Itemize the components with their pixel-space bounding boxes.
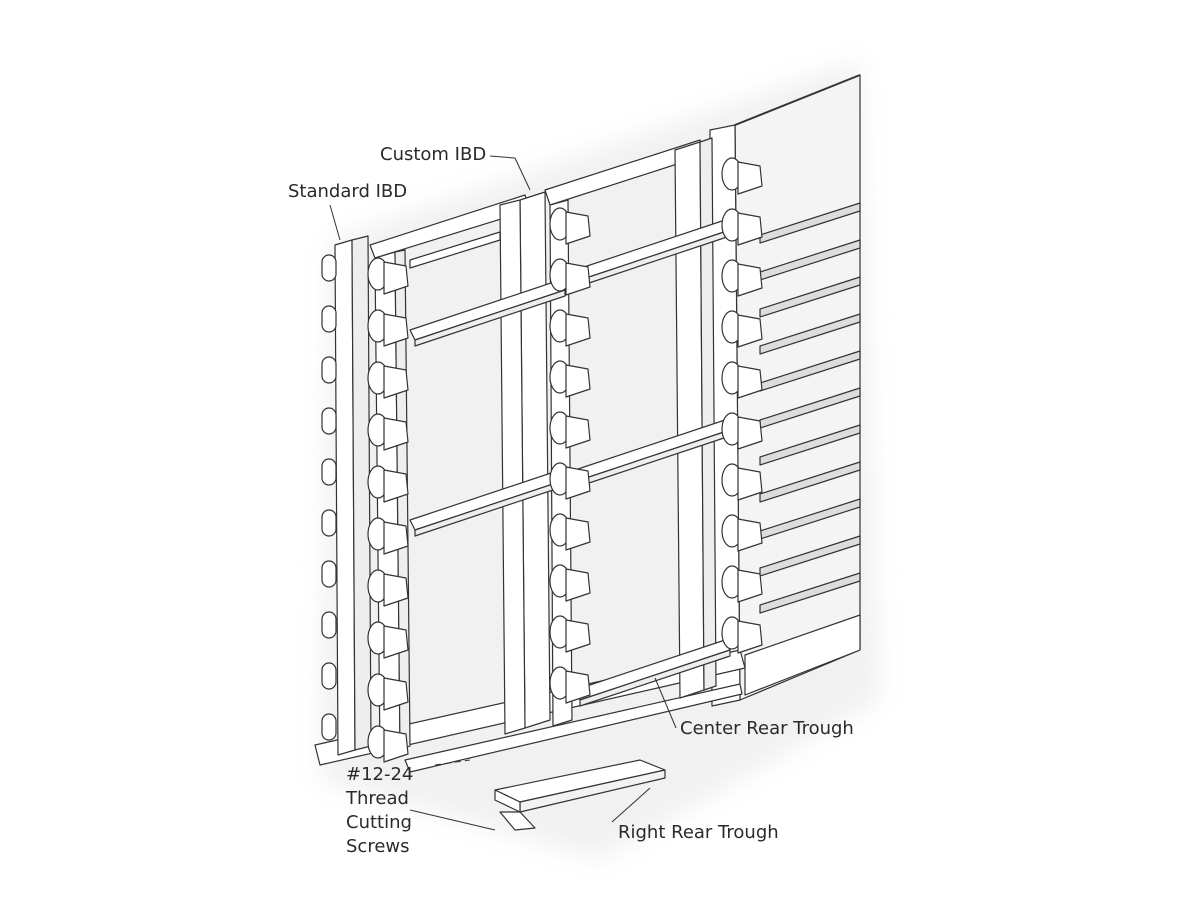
spool-flange [737,263,763,297]
ibd-loop [321,611,337,639]
cabinet-slat [759,461,861,503]
ibd-loop [321,560,337,588]
spool-flange [565,262,591,296]
spool-flange [737,620,763,654]
cabinet-slat [759,535,861,577]
shelf-lip [414,289,566,347]
callout-line-1: #12-24 [346,764,414,785]
spool-flange [737,212,763,246]
ibd-loop [321,254,337,282]
callout-center-rear-trough: Center Rear Trough [680,718,854,739]
spool-flange [565,670,591,704]
spool-flange [737,416,763,450]
cabinet-slat [759,572,861,614]
spool-flange [565,517,591,551]
leader-lines [329,155,677,831]
standard-ibd-column [321,235,372,756]
callout-line-2: Thread [346,788,409,809]
callout-standard-ibd: Standard IBD [288,181,408,202]
cabinet-slat [759,424,861,466]
spool-flange [565,466,591,500]
ibd-loop [321,407,337,435]
spool-flange [383,625,409,659]
spool-flange [565,568,591,602]
ibd-loop [321,458,337,486]
spool-flange [565,211,591,245]
ibd-loop [321,305,337,333]
callout-right-rear-trough: Right Rear Trough [618,822,779,843]
right-rear-trough-part [494,759,666,831]
spool-flange [383,261,409,295]
ibd-loop [321,509,337,537]
spool-flange [737,161,763,195]
cabinet-slat [759,276,861,318]
spool-flange [383,313,409,347]
spool-flange [737,467,763,501]
cable-spools [367,157,763,763]
ibd-loop [321,662,337,690]
spool-flange [565,415,591,449]
callout-thread-cutting-screws: #12-24 Thread Cutting Screws [346,763,426,859]
ibd-loop [321,713,337,741]
spool-flange [737,518,763,552]
callout-line-3: Cutting [346,812,412,833]
spool-flange [737,365,763,399]
spool-flange [383,469,409,503]
spool-flange [383,729,409,763]
spool-flange [565,619,591,653]
spool-flange [565,364,591,398]
spool-flange [565,313,591,347]
cabinet-slat [759,313,861,355]
cabinet-slat [759,202,861,244]
spool-flange [737,569,763,603]
spool-flange [383,365,409,399]
spool-flange [383,417,409,451]
callout-line-4: Screws [346,836,410,857]
ibd-loop [321,356,337,384]
spool-flange [383,677,409,711]
spool-flange [737,314,763,348]
callout-custom-ibd: Custom IBD [380,144,487,165]
spool-flange [383,521,409,555]
spool-flange [383,573,409,607]
